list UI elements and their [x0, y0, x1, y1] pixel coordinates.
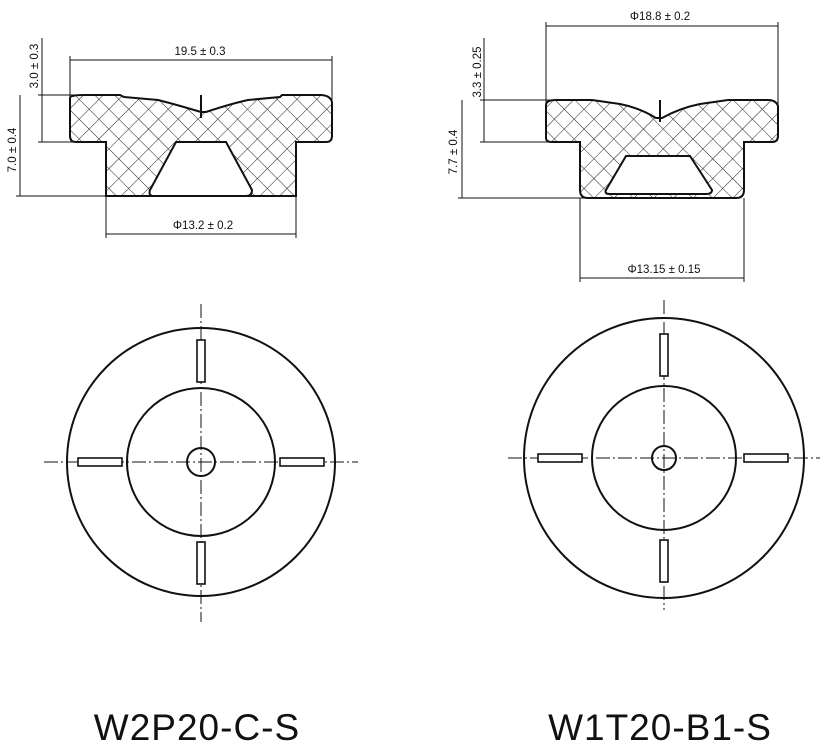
part-1-model-label: W2P20-C-S [94, 707, 300, 748]
part-1-section-view: 19.5 ± 0.3 3.0 ± 0.3 7.0 ± 0.4 Φ13.2 ± 0… [7, 38, 333, 238]
part-2-boss-label: Φ13.15 ± 0.15 [627, 264, 700, 276]
part-2-od-label: Φ18.8 ± 0.2 [630, 11, 690, 23]
part-1-cross-section [69, 94, 333, 197]
part-2-height-label: 7.7 ± 0.4 [448, 129, 460, 174]
part-2-section-view: Φ18.8 ± 0.2 3.3 ± 0.25 7.7 ± 0.4 Φ13.15 … [448, 11, 779, 282]
part-2-slot-top [659, 333, 669, 377]
part-1-slot-right [279, 457, 325, 467]
part-2-flange-label: 3.3 ± 0.25 [472, 46, 484, 97]
part-2-slot-right [743, 453, 789, 463]
part-1-height-label: 7.0 ± 0.4 [7, 127, 19, 172]
part-1-width-label: 19.5 ± 0.3 [174, 46, 225, 58]
part-1-flange-label: 3.0 ± 0.3 [29, 44, 41, 89]
part-2-model-label: W1T20-B1-S [548, 707, 772, 748]
part-1-slot-left [77, 457, 123, 467]
part-2-slot-bottom [659, 539, 669, 583]
part-1-boss-label: Φ13.2 ± 0.2 [173, 220, 233, 232]
part-2-plan-view [508, 300, 820, 610]
part-1-slot-bottom [196, 541, 206, 585]
part-2-slot-left [537, 453, 583, 463]
part-1-slot-top [196, 339, 206, 383]
part-1-plan-view [44, 304, 358, 622]
part-2-cross-section [545, 99, 779, 199]
